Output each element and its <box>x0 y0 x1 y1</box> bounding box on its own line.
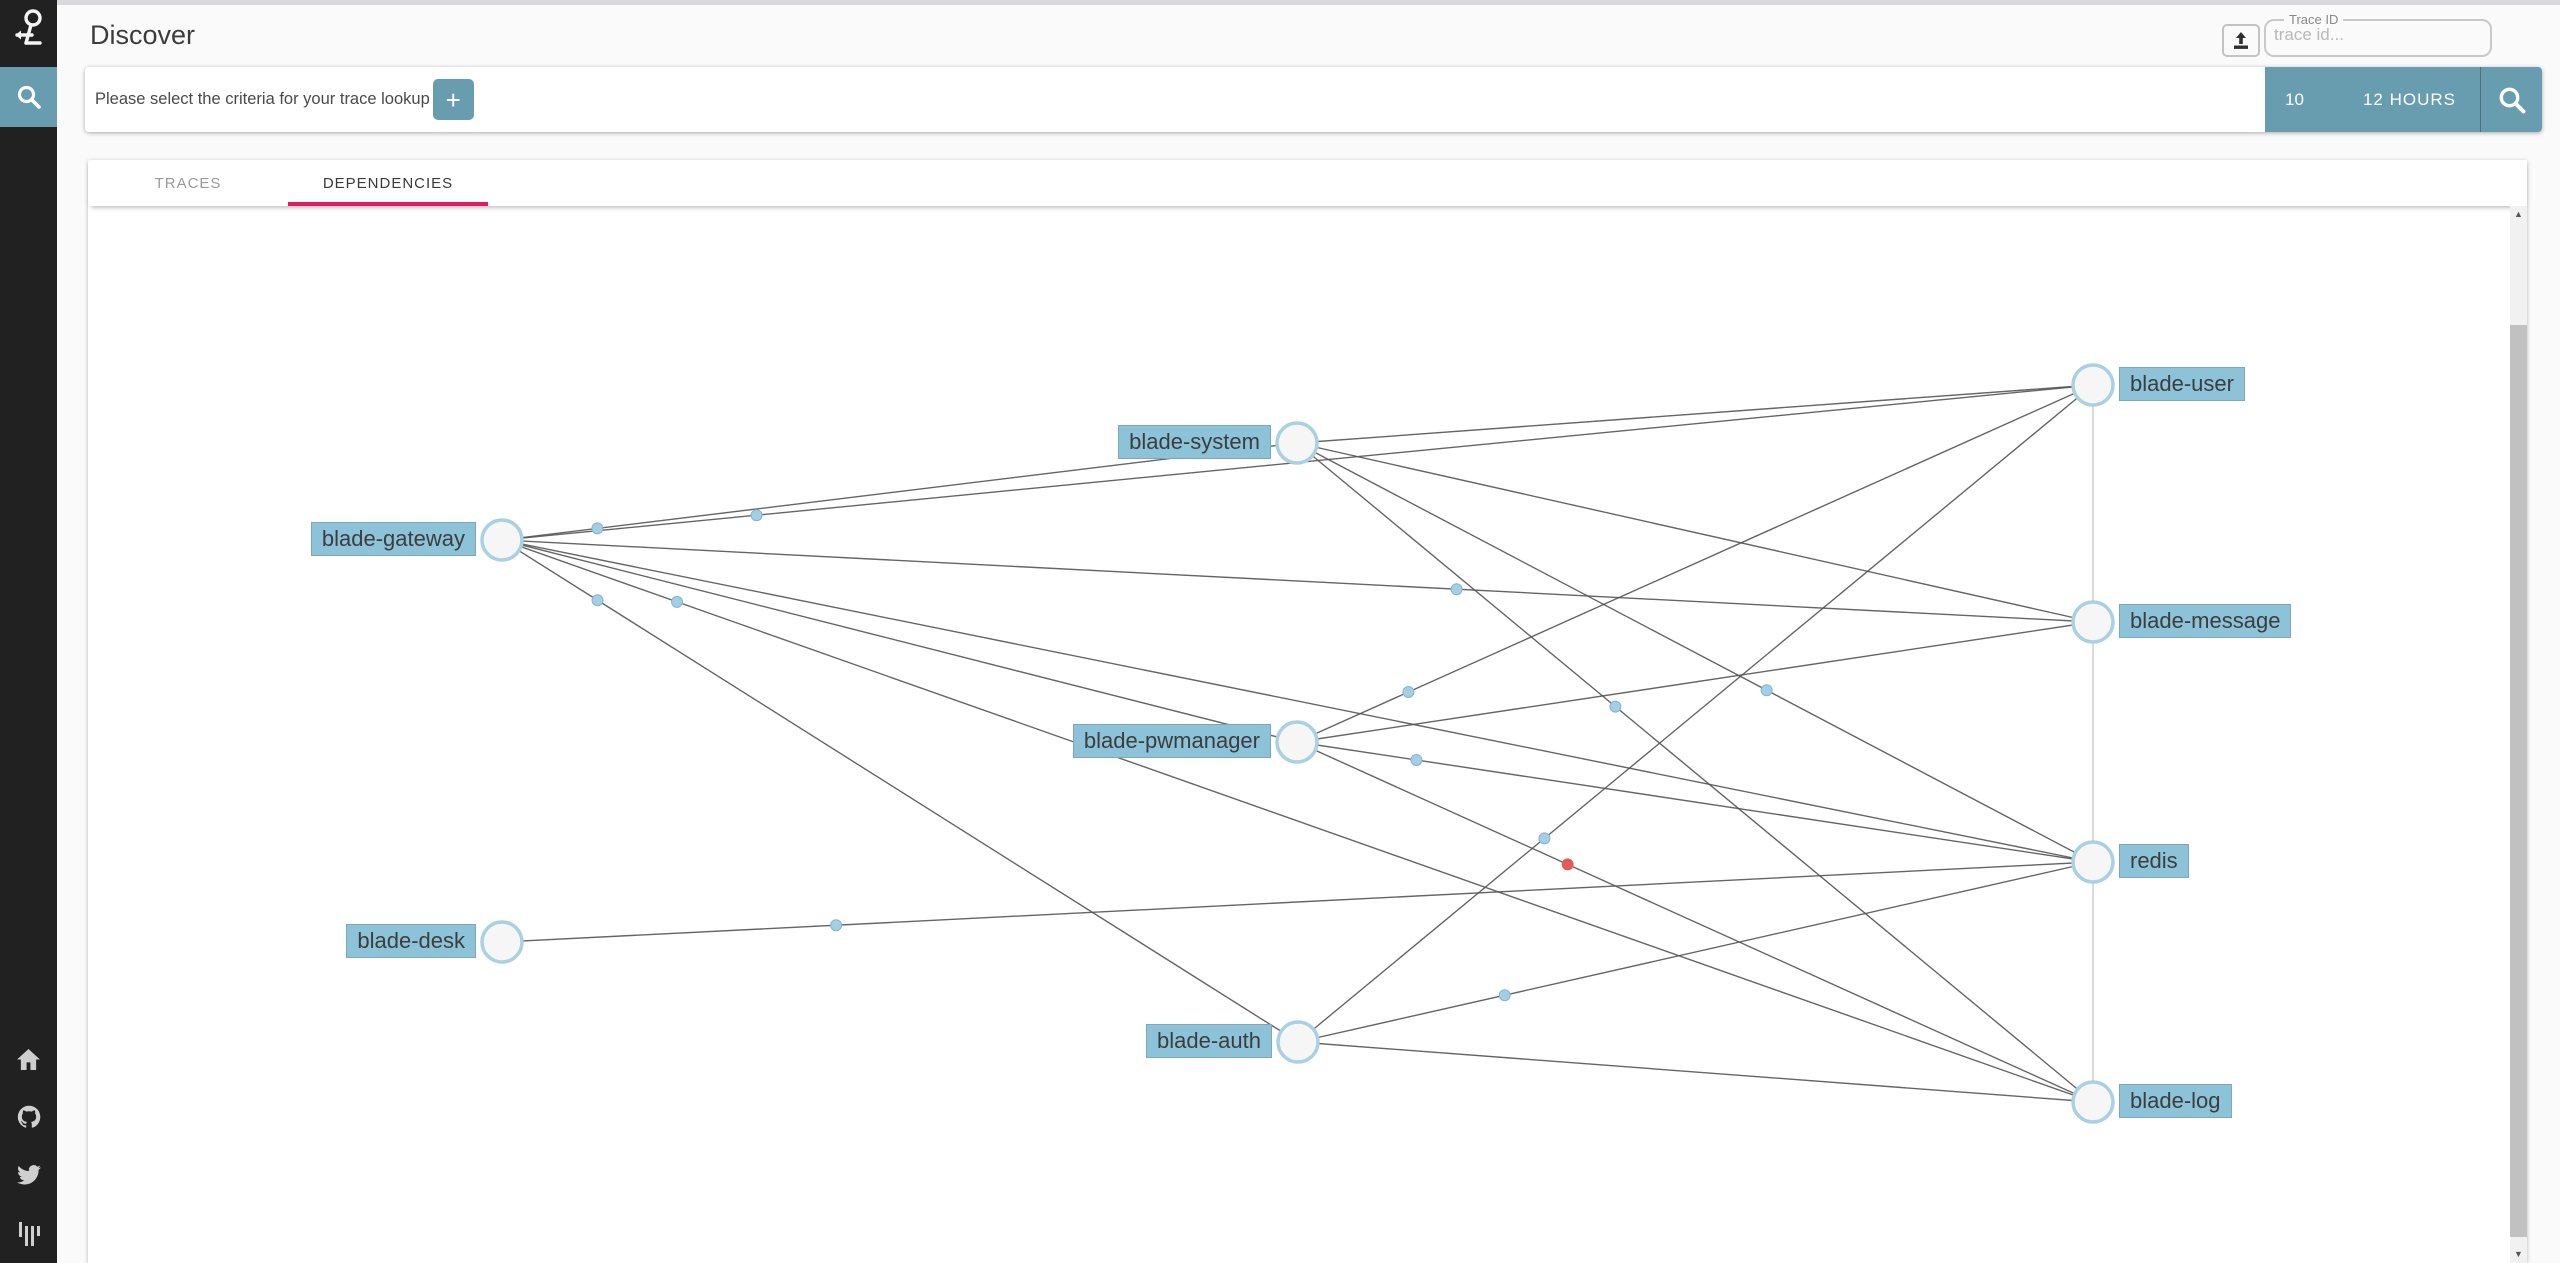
service-node-label[interactable]: blade-message <box>2119 604 2292 638</box>
edge-error-marker <box>1561 858 1574 871</box>
service-node-circle[interactable] <box>1276 1020 1320 1064</box>
service-node-label[interactable]: blade-log <box>2119 1084 2232 1118</box>
edge-traffic-marker <box>1410 754 1423 766</box>
service-node-circle[interactable] <box>2071 840 2115 884</box>
scroll-down-arrow[interactable]: ▼ <box>2514 1249 2523 1259</box>
dependency-edge <box>501 442 1298 541</box>
service-node-circle[interactable] <box>1275 720 1319 764</box>
edge-traffic-marker <box>1498 989 1511 1002</box>
vertical-scrollbar[interactable]: ▲ ▼ <box>2510 206 2527 1263</box>
window-top-edge <box>57 0 2560 5</box>
service-node-label[interactable]: blade-user <box>2119 367 2245 401</box>
service-node-circle[interactable] <box>2071 600 2115 644</box>
dependency-edge <box>501 539 1299 1043</box>
home-link[interactable] <box>17 1047 41 1071</box>
upload-trace-button[interactable] <box>2222 24 2260 57</box>
trace-id-fieldset: Trace ID <box>2264 12 2492 57</box>
scroll-up-arrow[interactable]: ▲ <box>2514 209 2523 219</box>
page-title: Discover <box>90 20 196 50</box>
dependency-edge <box>1297 384 2094 1043</box>
dependency-edge <box>1296 442 2094 1103</box>
service-node-circle[interactable] <box>480 518 524 562</box>
service-node-label[interactable]: redis <box>2119 844 2189 878</box>
search-bar-divider <box>2480 67 2481 132</box>
search-criteria-hint: Please select the criteria for your trac… <box>95 90 430 108</box>
run-search-button[interactable] <box>2481 67 2542 132</box>
service-node-label[interactable]: blade-pwmanager <box>1072 724 1271 758</box>
github-link[interactable] <box>17 1105 41 1129</box>
service-node-label[interactable]: blade-auth <box>1146 1024 1272 1058</box>
service-node-circle[interactable] <box>2071 363 2115 407</box>
zipkin-logo-icon <box>14 9 42 45</box>
lookback-value[interactable]: 12 HOURS <box>2362 89 2456 109</box>
service-node-circle[interactable] <box>1275 421 1319 465</box>
edge-traffic-marker <box>830 919 843 932</box>
edge-traffic-marker <box>1450 583 1463 596</box>
sidebar <box>0 0 57 1263</box>
sidebar-item-search[interactable] <box>0 67 57 127</box>
edge-traffic-marker <box>591 594 604 607</box>
edge-traffic-marker <box>1402 686 1415 699</box>
tab-traces[interactable]: TRACES <box>154 174 222 192</box>
dependency-edge <box>501 861 2094 943</box>
home-icon <box>17 1048 40 1070</box>
service-node-circle[interactable] <box>480 920 524 964</box>
dependency-edge <box>1296 442 2094 623</box>
trace-id-input[interactable] <box>2274 25 2464 45</box>
edge-traffic-marker <box>671 595 684 608</box>
twitter-link[interactable] <box>16 1163 41 1187</box>
dependency-edge <box>501 539 1298 743</box>
scrollbar-thumb[interactable] <box>2510 325 2527 1237</box>
dependency-edge <box>1296 741 2094 863</box>
edge-traffic-marker <box>1609 700 1622 713</box>
service-node-label[interactable]: blade-desk <box>346 924 476 958</box>
add-criteria-button[interactable]: + <box>432 79 474 120</box>
dependency-edge <box>1296 442 2094 863</box>
edge-traffic-marker <box>1760 684 1773 697</box>
dependency-graph-canvas <box>480 363 2115 1124</box>
twitter-icon <box>16 1165 41 1185</box>
dependency-edge <box>1296 384 2094 743</box>
dependency-edge <box>1296 621 2094 743</box>
trace-id-label: Trace ID <box>2289 12 2339 27</box>
service-node-circle[interactable] <box>2071 1080 2115 1124</box>
search-criteria-bar: Please select the criteria for your trac… <box>85 67 2542 132</box>
gitter-link[interactable] <box>17 1221 41 1246</box>
dependency-edge <box>1297 861 2094 1043</box>
main-panel: TRACES DEPENDENCIES blade-gateway blade-d… <box>88 160 2527 1263</box>
service-node-label[interactable]: blade-gateway <box>310 522 476 556</box>
dependency-edge <box>501 539 2094 623</box>
tabs-bar: TRACES DEPENDENCIES <box>88 160 2527 206</box>
result-limit-value[interactable]: 10 <box>2285 89 2304 109</box>
dependency-edge <box>501 539 2094 863</box>
edge-traffic-marker <box>591 522 604 535</box>
tab-dependencies[interactable]: DEPENDENCIES <box>288 160 488 206</box>
dependency-graph: blade-gateway blade-desk blade-system blade… <box>88 206 2510 1263</box>
service-node-label[interactable]: blade-system <box>1118 425 1271 459</box>
dependency-edge <box>501 539 2094 1103</box>
github-icon <box>17 1105 40 1128</box>
dependency-edge <box>1297 1041 2094 1103</box>
dependency-edge <box>1296 384 2094 444</box>
zipkin-logo[interactable] <box>0 0 57 58</box>
edge-traffic-marker <box>1538 832 1551 845</box>
search-icon <box>17 85 41 109</box>
gitter-icon <box>18 1222 40 1246</box>
upload-icon <box>2234 31 2248 49</box>
edge-traffic-marker <box>750 509 763 522</box>
dependency-edge <box>1296 741 2094 1103</box>
search-icon <box>2499 87 2525 113</box>
